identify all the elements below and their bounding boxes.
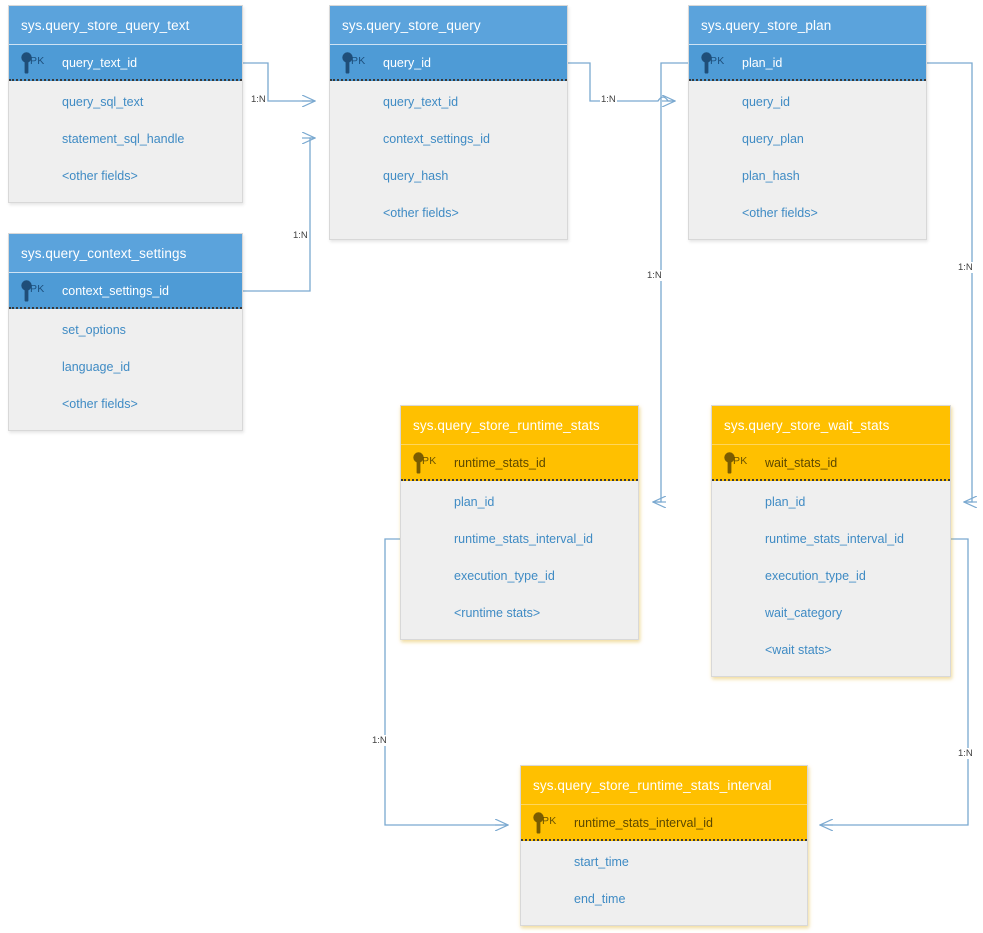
primary-key-row[interactable]: PK query_text_id	[9, 45, 242, 81]
cardinality-label: 1:N	[250, 94, 267, 105]
entity-fields: plan_id runtime_stats_interval_id execut…	[401, 481, 638, 639]
entity-query-store-runtime-stats-interval[interactable]: sys.query_store_runtime_stats_interval P…	[520, 765, 808, 926]
entity-fields: query_sql_text statement_sql_handle <oth…	[9, 81, 242, 202]
field-row[interactable]: <runtime stats>	[454, 605, 541, 620]
field-row[interactable]: <other fields>	[62, 396, 138, 411]
key-icon	[21, 52, 32, 74]
field-row[interactable]: <other fields>	[742, 205, 818, 220]
field-row[interactable]: execution_type_id	[765, 568, 866, 583]
primary-key-row[interactable]: PK query_id	[330, 45, 567, 81]
field-row[interactable]: language_id	[62, 359, 131, 374]
entity-fields: start_time end_time	[521, 841, 807, 925]
entity-title: sys.query_store_plan	[689, 6, 926, 45]
connector-plan-to-runtime-stats	[653, 62, 688, 502]
pk-badge: PK	[30, 283, 45, 295]
cardinality-label: 1:N	[646, 270, 663, 281]
primary-key-row[interactable]: PK context_settings_id	[9, 273, 242, 309]
field-row[interactable]: <wait stats>	[765, 642, 832, 657]
pk-field-name: plan_id	[742, 56, 783, 70]
pk-field-name: query_id	[383, 56, 431, 70]
field-row[interactable]: query_plan	[742, 131, 804, 146]
entity-fields: set_options language_id <other fields>	[9, 309, 242, 430]
field-row[interactable]: plan_id	[765, 494, 806, 509]
entity-title: sys.query_store_query	[330, 6, 567, 45]
primary-key-row[interactable]: PK runtime_stats_interval_id	[521, 805, 807, 841]
pk-badge: PK	[351, 55, 366, 67]
entity-query-store-plan[interactable]: sys.query_store_plan PK plan_id query_id…	[688, 5, 927, 240]
field-row[interactable]: end_time	[574, 891, 626, 906]
pk-field-name: query_text_id	[62, 56, 138, 70]
pk-badge: PK	[710, 55, 725, 67]
field-row[interactable]: query_sql_text	[62, 94, 144, 109]
entity-title: sys.query_store_runtime_stats_interval	[521, 766, 807, 805]
field-row[interactable]: runtime_stats_interval_id	[765, 531, 904, 546]
connector-query-to-plan	[568, 62, 675, 101]
cardinality-label: 1:N	[957, 748, 974, 759]
primary-key-row[interactable]: PK runtime_stats_id	[401, 445, 638, 481]
field-row[interactable]: <other fields>	[383, 205, 459, 220]
connector-context-settings-to-query	[243, 138, 315, 292]
entity-query-store-wait-stats[interactable]: sys.query_store_wait_stats PK wait_stats…	[711, 405, 951, 677]
pk-field-name: context_settings_id	[62, 284, 170, 298]
entity-title: sys.query_store_runtime_stats	[401, 406, 638, 445]
pk-badge: PK	[30, 55, 45, 67]
pk-badge: PK	[542, 815, 557, 827]
entity-query-store-query-text[interactable]: sys.query_store_query_text PK query_text…	[8, 5, 243, 203]
pk-field-name: wait_stats_id	[765, 456, 838, 470]
entity-fields: query_text_id context_settings_id query_…	[330, 81, 567, 239]
field-row[interactable]: runtime_stats_interval_id	[454, 531, 593, 546]
field-row[interactable]: query_text_id	[383, 94, 459, 109]
primary-key-row[interactable]: PK wait_stats_id	[712, 445, 950, 481]
entity-query-store-query[interactable]: sys.query_store_query PK query_id query_…	[329, 5, 568, 240]
key-icon	[533, 812, 544, 834]
field-row[interactable]: query_id	[742, 94, 790, 109]
field-row[interactable]: plan_hash	[742, 168, 800, 183]
key-icon	[701, 52, 712, 74]
field-row[interactable]: plan_id	[454, 494, 495, 509]
pk-badge: PK	[733, 455, 748, 467]
cardinality-label: 1:N	[292, 230, 309, 241]
entity-title: sys.query_context_settings	[9, 234, 242, 273]
pk-badge: PK	[422, 455, 437, 467]
field-row[interactable]: execution_type_id	[454, 568, 555, 583]
key-icon	[724, 452, 735, 474]
entity-fields: plan_id runtime_stats_interval_id execut…	[712, 481, 950, 676]
primary-key-row[interactable]: PK plan_id	[689, 45, 926, 81]
pk-field-name: runtime_stats_interval_id	[574, 816, 713, 830]
cardinality-label: 1:N	[600, 94, 617, 105]
entity-fields: query_id query_plan plan_hash <other fie…	[689, 81, 926, 239]
pk-field-name: runtime_stats_id	[454, 456, 546, 470]
field-row[interactable]: start_time	[574, 854, 629, 869]
field-row[interactable]: <other fields>	[62, 168, 138, 183]
entity-title: sys.query_store_wait_stats	[712, 406, 950, 445]
cardinality-label: 1:N	[371, 735, 388, 746]
key-icon	[21, 280, 32, 302]
key-icon	[342, 52, 353, 74]
key-icon	[413, 452, 424, 474]
entity-query-store-runtime-stats[interactable]: sys.query_store_runtime_stats PK runtime…	[400, 405, 639, 640]
field-row[interactable]: statement_sql_handle	[62, 131, 185, 146]
field-row[interactable]: wait_category	[765, 605, 843, 620]
field-row[interactable]: set_options	[62, 322, 126, 337]
cardinality-label: 1:N	[957, 262, 974, 273]
field-row[interactable]: context_settings_id	[383, 131, 491, 146]
entity-title: sys.query_store_query_text	[9, 6, 242, 45]
field-row[interactable]: query_hash	[383, 168, 449, 183]
entity-query-context-settings[interactable]: sys.query_context_settings PK context_se…	[8, 233, 243, 431]
